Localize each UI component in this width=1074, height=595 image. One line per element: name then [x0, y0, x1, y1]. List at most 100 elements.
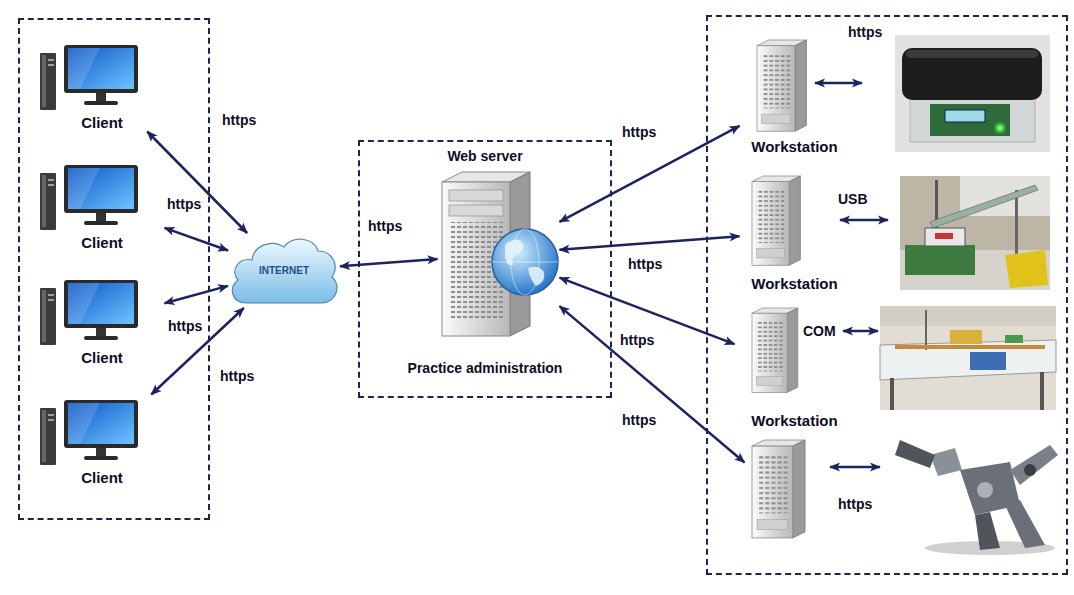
- device-link-arrow: [830, 466, 880, 469]
- inclined-plane-photo: [900, 176, 1050, 290]
- workstation: Workstation: [740, 38, 850, 156]
- client-label: Client: [81, 349, 123, 366]
- https-connector: [560, 306, 745, 462]
- interface-label: COM: [803, 323, 836, 339]
- robot-photo: [895, 440, 935, 468]
- protocol-label: https: [622, 412, 656, 428]
- web-server-box: Web serverPractice administration: [358, 140, 612, 398]
- client-computer-icon: [40, 280, 138, 345]
- workstation-label: Workstation: [751, 412, 837, 429]
- inclined-plane-photo: [1005, 250, 1048, 288]
- workstation-label: Workstation: [751, 275, 837, 292]
- server-icon: [492, 262, 558, 263]
- haptic-device-photo: [945, 110, 985, 122]
- robot-photo: [895, 440, 1058, 555]
- haptic-device-photo: [930, 104, 1010, 136]
- robot-photo: [1010, 445, 1058, 485]
- air-track-photo: [1040, 372, 1044, 410]
- client-computer: Client: [40, 275, 165, 367]
- interface-label: https: [838, 496, 872, 512]
- air-track-photo: [925, 310, 927, 350]
- https-connector: [147, 132, 247, 234]
- client-computer-icon: [40, 400, 138, 465]
- lab-group: WorkstationWorkstationWorkstation: [706, 15, 1068, 575]
- haptic-device-photo: [994, 122, 1006, 134]
- client-computer-icon: [40, 45, 138, 465]
- interface-label: USB: [838, 191, 868, 207]
- air-track-photo: [880, 306, 1056, 410]
- cloud-outline: [232, 239, 337, 303]
- server-icon: [528, 267, 544, 286]
- protocol-label: https: [368, 218, 402, 234]
- workstation: Workstation: [740, 172, 850, 293]
- workstation-icon: [757, 40, 806, 131]
- server-icon: [492, 229, 558, 295]
- inclined-plane-photo: [935, 233, 953, 239]
- haptic-device-photo: [997, 125, 1003, 131]
- client-label: Client: [81, 114, 123, 131]
- client-computer-icon: [40, 165, 138, 230]
- robot-photo: [977, 482, 993, 498]
- protocol-label: https: [167, 196, 201, 212]
- air-track-photo: [880, 306, 1056, 326]
- haptic-device-photo: [910, 98, 1035, 142]
- haptic-device-photo: [895, 35, 1050, 152]
- inclined-plane-photo: [1015, 190, 1018, 255]
- protocol-label: https: [628, 256, 662, 272]
- interface-label: https: [848, 24, 882, 40]
- workstation-icon: [752, 308, 798, 392]
- inclined-plane-photo: [905, 245, 975, 275]
- robot-photo: [975, 512, 1000, 550]
- device-link-arrow: [840, 219, 888, 222]
- https-connector: [165, 228, 229, 251]
- protocol-label: https: [220, 368, 254, 384]
- workstation-label: Workstation: [751, 138, 837, 155]
- client-group: ClientClientClientClient: [18, 18, 210, 520]
- inclined-plane-photo: [925, 228, 965, 246]
- protocol-label: https: [222, 112, 256, 128]
- air-track-photo: [890, 378, 894, 410]
- workstation: Workstation: [735, 305, 855, 430]
- workstation: [745, 438, 810, 543]
- robot-photo: [1005, 500, 1045, 548]
- server-icon: [449, 190, 503, 201]
- inclined-plane-photo: [930, 185, 1038, 228]
- client-label: Client: [81, 234, 123, 251]
- client-computer: Client: [40, 40, 165, 132]
- client-computer-icon: [40, 45, 138, 110]
- server-icon: [449, 205, 503, 216]
- server-label: Practice administration: [408, 360, 563, 376]
- haptic-device-photo: [902, 48, 1042, 100]
- workstation-icon: [752, 176, 800, 265]
- air-track-photo: [880, 340, 1056, 380]
- https-connector: [340, 259, 438, 266]
- inclined-plane-photo: [900, 176, 1050, 290]
- protocol-label: https: [620, 332, 654, 348]
- device-link-arrow: [815, 82, 862, 85]
- connectors: [147, 126, 744, 463]
- haptic-device-photo: [906, 50, 1038, 58]
- server-label: Web server: [447, 148, 522, 164]
- cloud-label: INTERNET: [259, 265, 309, 277]
- workstation-icon: [752, 440, 805, 538]
- air-track-photo: [880, 306, 1056, 410]
- air-track-photo: [1005, 335, 1023, 343]
- robot-photo: [1024, 464, 1036, 476]
- client-computer: Client: [40, 395, 165, 487]
- server-icon: [442, 172, 558, 336]
- device-link-arrow: [843, 330, 878, 333]
- protocol-label: https: [168, 318, 202, 334]
- client-computer: Client: [40, 160, 165, 252]
- protocol-label: https: [622, 124, 656, 140]
- client-label: Client: [81, 469, 123, 486]
- air-track-photo: [895, 345, 1045, 349]
- server-icon: [505, 240, 524, 266]
- robot-photo: [930, 448, 962, 476]
- internet-cloud: INTERNET: [228, 233, 340, 308]
- https-connector: [165, 286, 229, 303]
- haptic-device-photo: [895, 35, 1050, 152]
- server-node: [438, 170, 560, 340]
